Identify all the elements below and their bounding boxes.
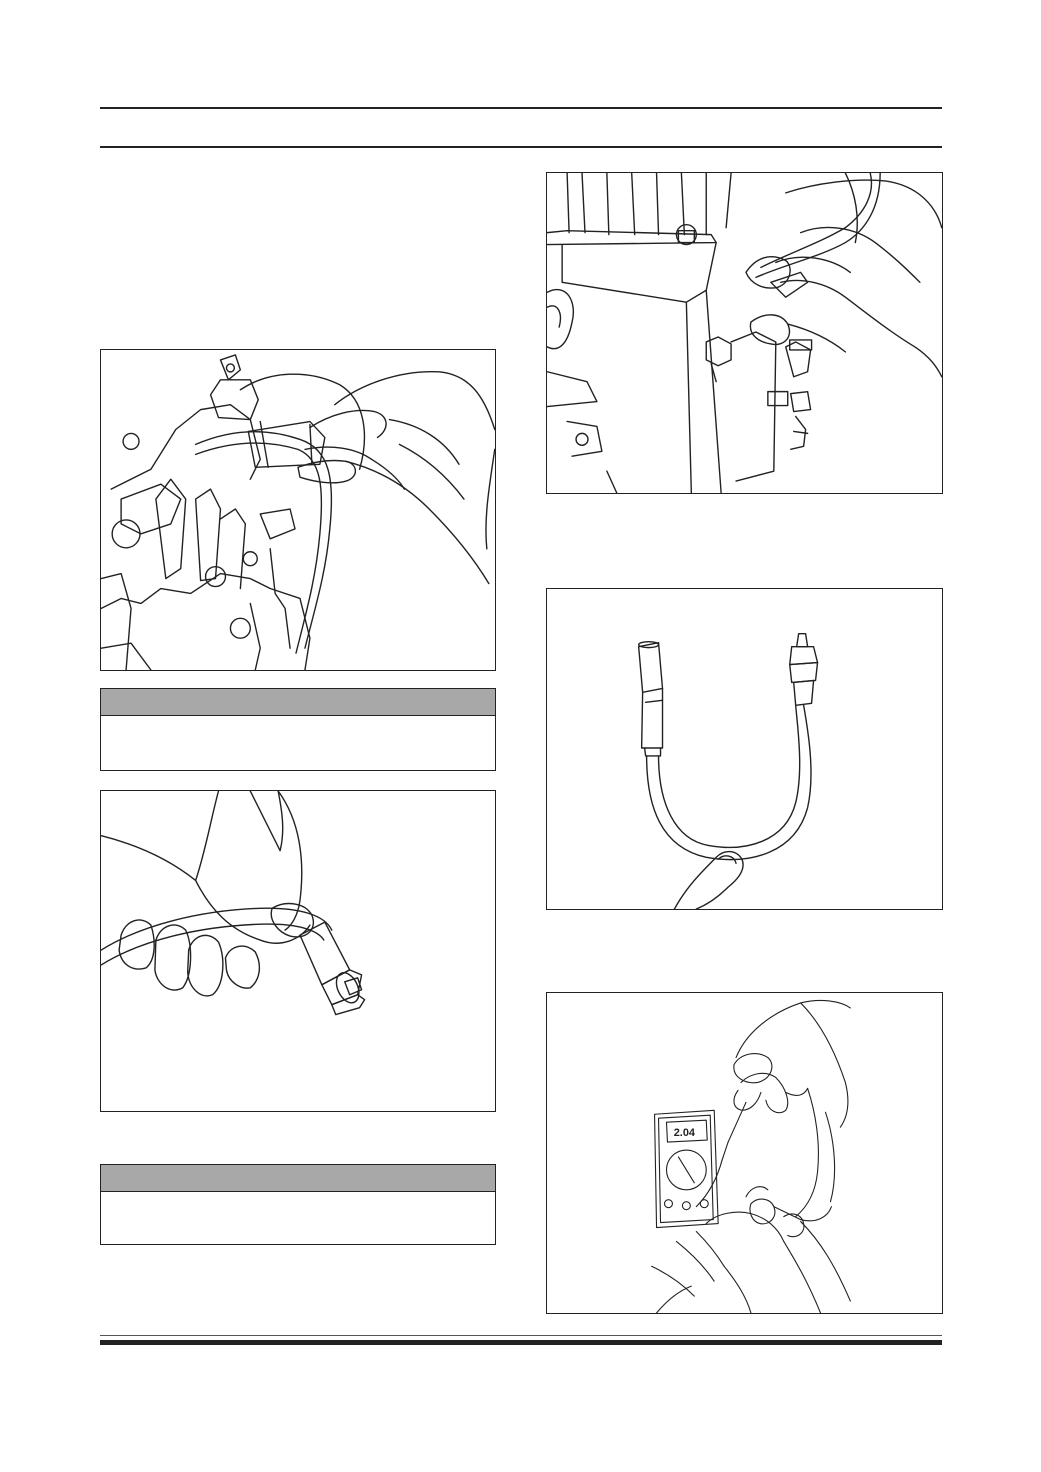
multimeter-lcd <box>666 1120 707 1142</box>
note-box-1 <box>100 688 496 771</box>
figure-multimeter-test: 2.04 <box>546 992 943 1314</box>
header-rule-top <box>100 107 942 109</box>
note-box-2 <box>100 1164 496 1245</box>
note-box-2-header <box>101 1165 495 1192</box>
multimeter-body <box>655 1110 719 1227</box>
high-tension-lead-illustration <box>547 589 942 909</box>
figure-ignition-coil-removal <box>546 172 943 494</box>
figure-high-tension-lead <box>546 588 943 910</box>
spark-plug-cap-removal-illustration <box>101 350 495 670</box>
multimeter-reading: 2.04 <box>674 1127 696 1139</box>
header-rule-bottom <box>100 146 942 148</box>
footer-rule-thick <box>100 1340 942 1345</box>
ignition-coil-removal-illustration <box>547 173 942 493</box>
note-box-1-header <box>101 689 495 716</box>
figure-spark-plug-cap-removal <box>100 349 496 671</box>
figure-spark-plug-cap <box>100 790 496 1112</box>
multimeter-test-illustration: 2.04 <box>547 993 942 1313</box>
multimeter-dial <box>666 1150 706 1190</box>
spark-plug-cap-illustration <box>101 791 495 1111</box>
footer-rule-thin <box>100 1335 942 1336</box>
